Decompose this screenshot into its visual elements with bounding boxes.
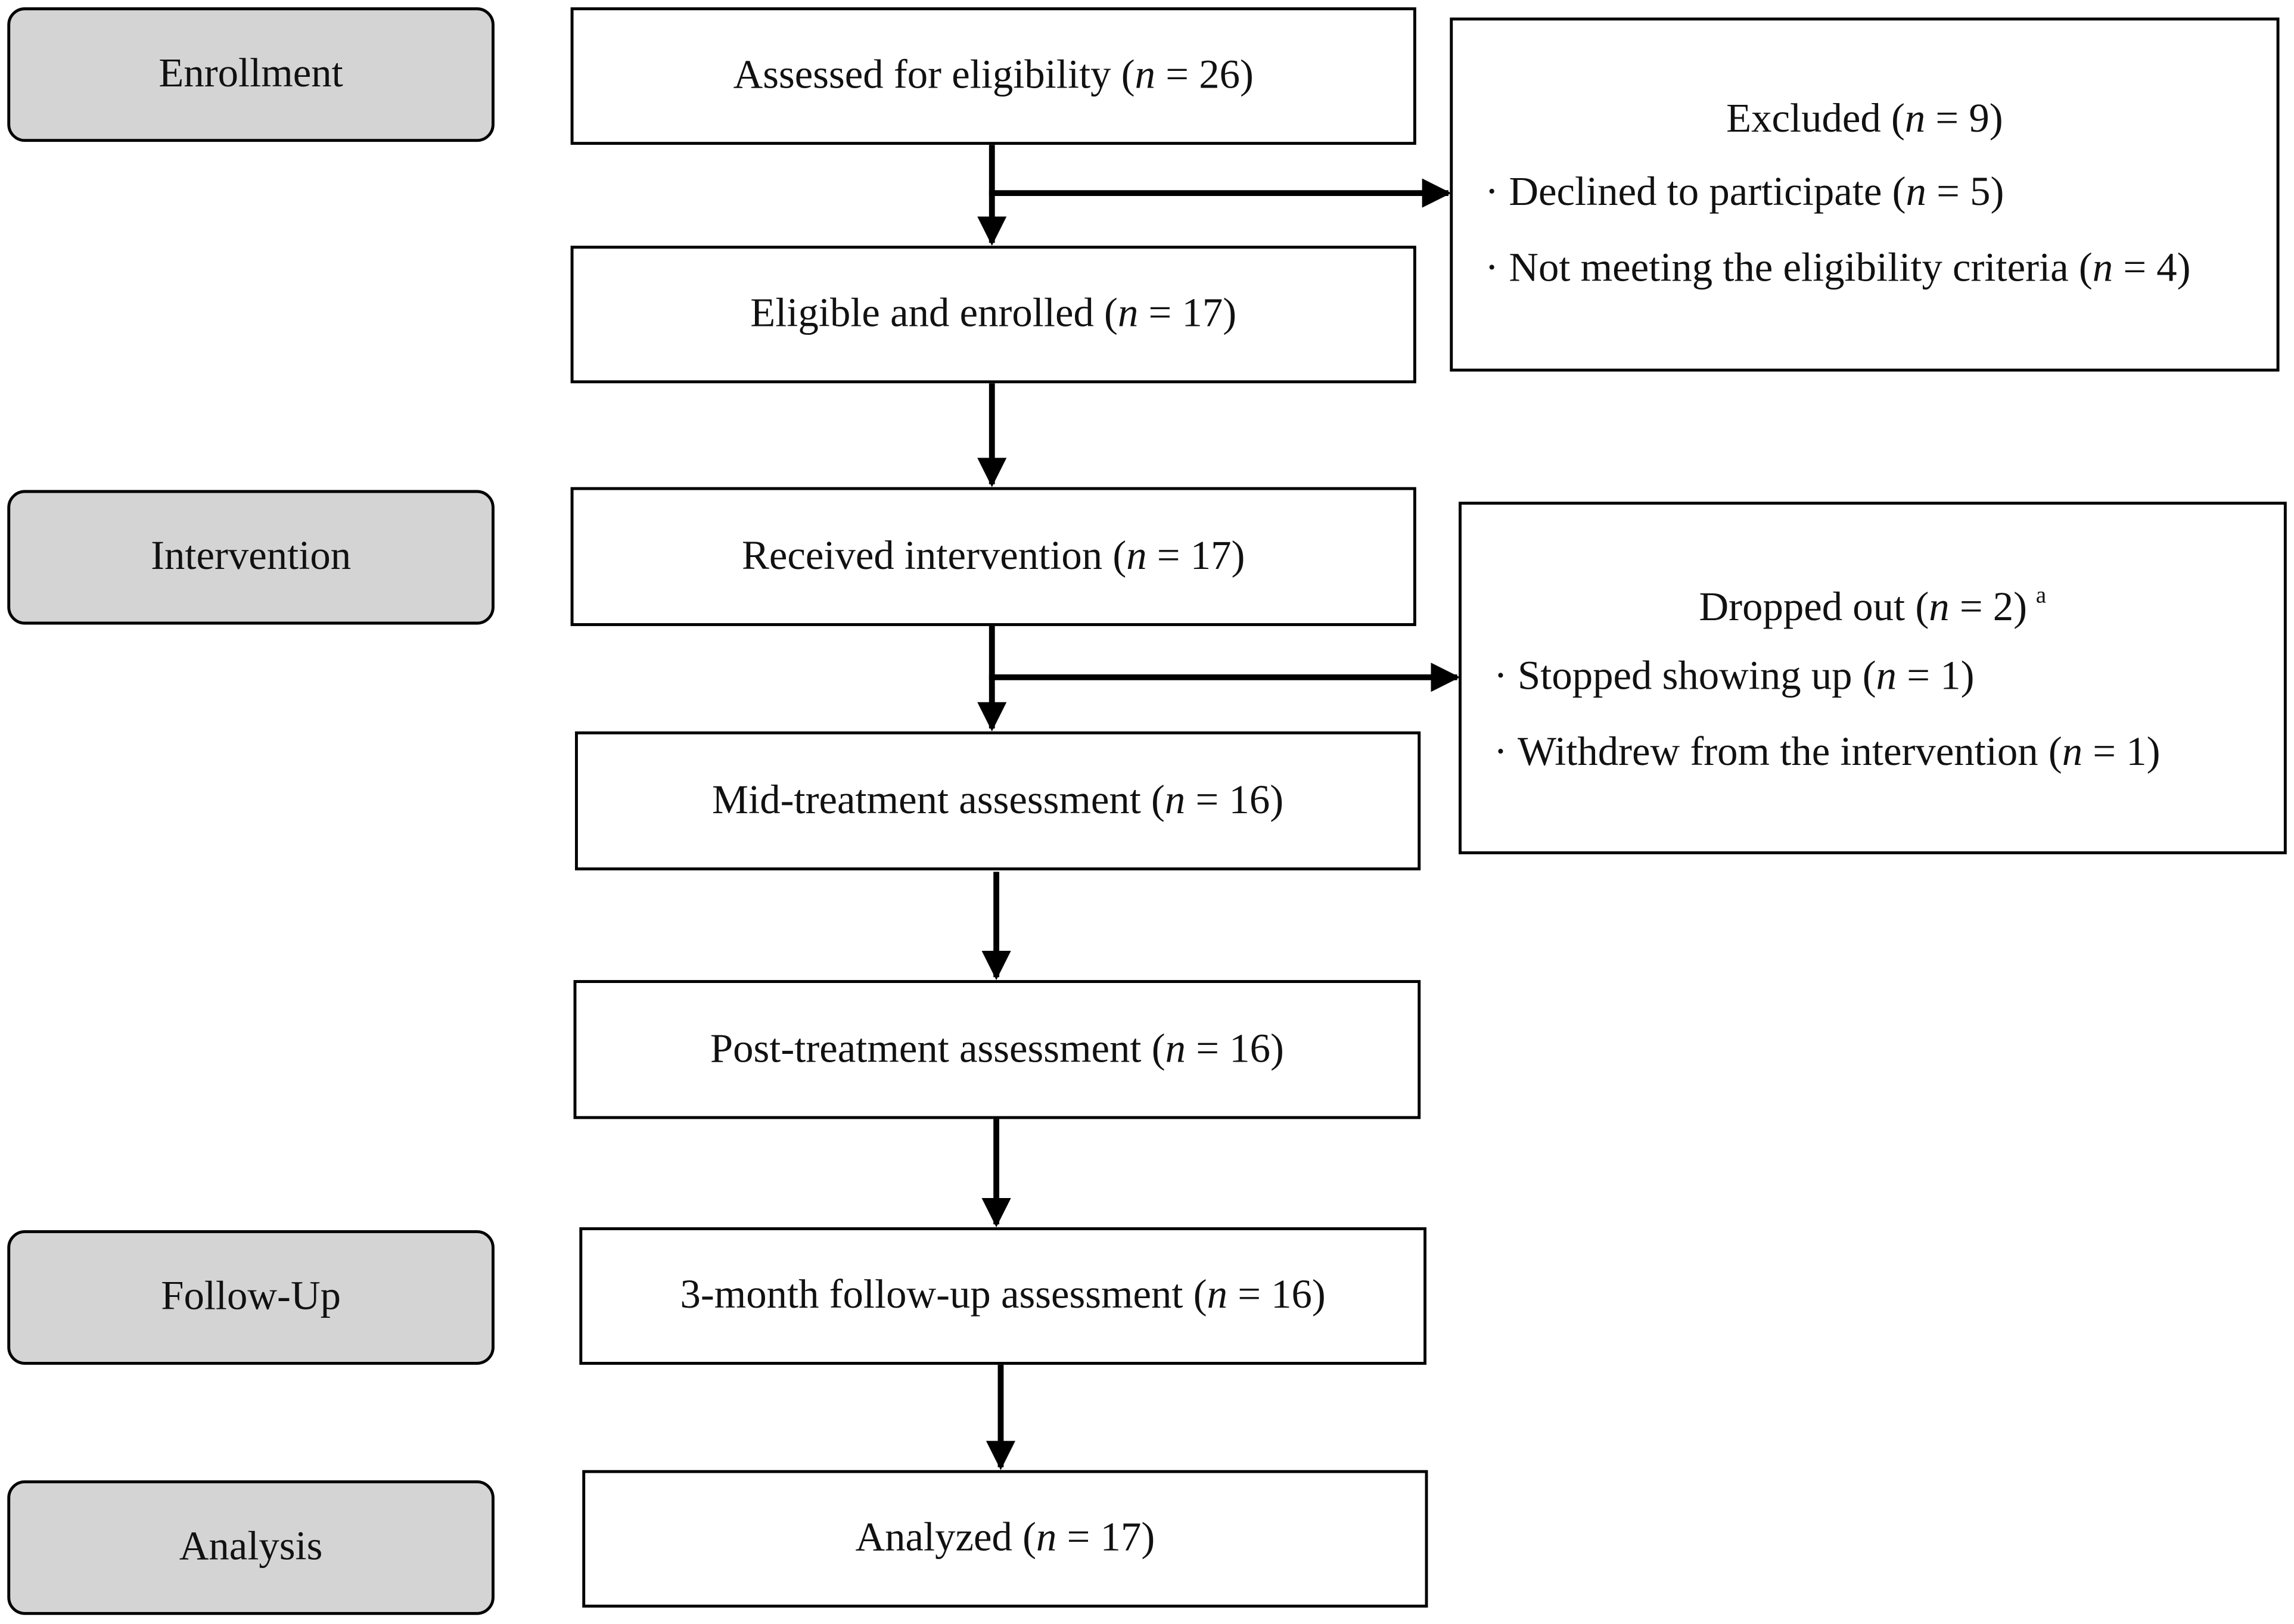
equals-sign: =	[1949, 585, 1993, 631]
n-symbol: n	[1164, 777, 1186, 823]
n-symbol: n	[1876, 654, 1897, 699]
n-symbol: n	[1117, 291, 1139, 337]
node-mid: Mid-treatment assessment (n = 16)	[574, 731, 1421, 870]
phase-analysis-label: Analysis	[179, 1524, 323, 1570]
bullet: ·	[1485, 245, 1499, 291]
node-followup-count: 16	[1271, 1273, 1312, 1318]
equals-sign: =	[1186, 1026, 1230, 1072]
n-symbol: n	[1906, 169, 1926, 215]
excluded-title-text: Excluded	[1726, 97, 1881, 142]
excluded-item-count: 4	[2156, 245, 2177, 291]
equals-sign: =	[1926, 169, 1970, 215]
dropped-box: Dropped out (n = 2)a · Stopped showing u…	[1459, 502, 2287, 854]
n-symbol: n	[2062, 730, 2083, 776]
phase-analysis: Analysis	[7, 1480, 495, 1615]
node-post: Post-treatment assessment (n = 16)	[573, 980, 1421, 1119]
excluded-item-count: 5	[1970, 169, 1991, 215]
equals-sign: =	[1897, 654, 1941, 699]
equals-sign: =	[1185, 777, 1229, 823]
bullet: ·	[1493, 654, 1507, 699]
node-mid-count: 16	[1229, 777, 1270, 823]
n-symbol: n	[1165, 1026, 1186, 1072]
node-post-label: Post-treatment assessment	[710, 1026, 1142, 1072]
dropped-item-count: 1	[2126, 730, 2147, 776]
dropped-count: 2	[1993, 585, 2014, 631]
node-received-count: 17	[1190, 533, 1232, 579]
equals-sign: =	[1138, 291, 1182, 337]
node-assessed-label: Assessed for eligibility	[733, 52, 1111, 98]
node-received: Received intervention (n = 17)	[570, 487, 1416, 626]
node-analyzed-label: Analyzed	[855, 1515, 1012, 1561]
phase-enrollment-label: Enrollment	[158, 51, 343, 97]
phase-enrollment: Enrollment	[7, 7, 495, 142]
n-symbol: n	[1904, 97, 1926, 142]
n-symbol: n	[1929, 585, 1950, 631]
excluded-item-label: Declined to participate	[1509, 169, 1882, 215]
dropped-title-text: Dropped out	[1699, 585, 1906, 631]
node-assessed: Assessed for eligibility (n = 26)	[570, 7, 1416, 145]
n-symbol: n	[1036, 1515, 1057, 1561]
excluded-item-not-eligible: · Not meeting the eligibility criteria (…	[1485, 245, 2191, 291]
node-mid-label: Mid-treatment assessment	[712, 777, 1141, 823]
equals-sign: =	[2113, 245, 2157, 291]
node-enrolled-label: Eligible and enrolled	[750, 291, 1094, 337]
equals-sign: =	[1925, 97, 1969, 142]
equals-sign: =	[1227, 1273, 1272, 1318]
phase-intervention: Intervention	[7, 490, 495, 625]
footnote-mark: a	[2035, 583, 2047, 609]
node-followup: 3-month follow-up assessment (n = 16)	[579, 1227, 1427, 1365]
dropped-title: Dropped out (n = 2)a	[1699, 583, 2047, 631]
excluded-item-label: Not meeting the eligibility criteria	[1509, 245, 2069, 291]
excluded-box: Excluded (n = 9) · Declined to participa…	[1450, 17, 2280, 372]
node-analyzed-count: 17	[1100, 1515, 1142, 1561]
n-symbol: n	[1207, 1273, 1228, 1318]
equals-sign: =	[1155, 52, 1199, 98]
node-enrolled: Eligible and enrolled (n = 17)	[570, 245, 1416, 384]
n-symbol: n	[2092, 245, 2113, 291]
phase-intervention-label: Intervention	[151, 534, 352, 580]
equals-sign: =	[1146, 533, 1190, 579]
excluded-item-declined: · Declined to participate (n = 5)	[1485, 169, 2004, 215]
node-analyzed: Analyzed (n = 17)	[582, 1470, 1428, 1608]
equals-sign: =	[1056, 1515, 1101, 1561]
dropped-item-label: Stopped showing up	[1518, 654, 1852, 699]
dropped-item-withdrew: · Withdrew from the intervention (n = 1)	[1493, 730, 2161, 776]
phase-follow-up-label: Follow-Up	[161, 1274, 341, 1320]
bullet: ·	[1493, 730, 1507, 776]
phase-follow-up: Follow-Up	[7, 1230, 495, 1365]
node-post-count: 16	[1229, 1026, 1270, 1072]
n-symbol: n	[1126, 533, 1147, 579]
dropped-item-label: Withdrew from the intervention	[1518, 730, 2038, 776]
dropped-item-stopped: · Stopped showing up (n = 1)	[1493, 654, 1975, 699]
bullet: ·	[1485, 169, 1499, 215]
node-followup-label: 3-month follow-up assessment	[680, 1273, 1183, 1318]
excluded-count: 9	[1969, 97, 1990, 142]
dropped-item-count: 1	[1940, 654, 1961, 699]
n-symbol: n	[1134, 52, 1156, 98]
excluded-title: Excluded (n = 9)	[1726, 97, 2003, 142]
node-received-label: Received intervention	[741, 533, 1103, 579]
equals-sign: =	[2082, 730, 2127, 776]
node-enrolled-count: 17	[1182, 291, 1223, 337]
node-assessed-count: 26	[1199, 52, 1240, 98]
